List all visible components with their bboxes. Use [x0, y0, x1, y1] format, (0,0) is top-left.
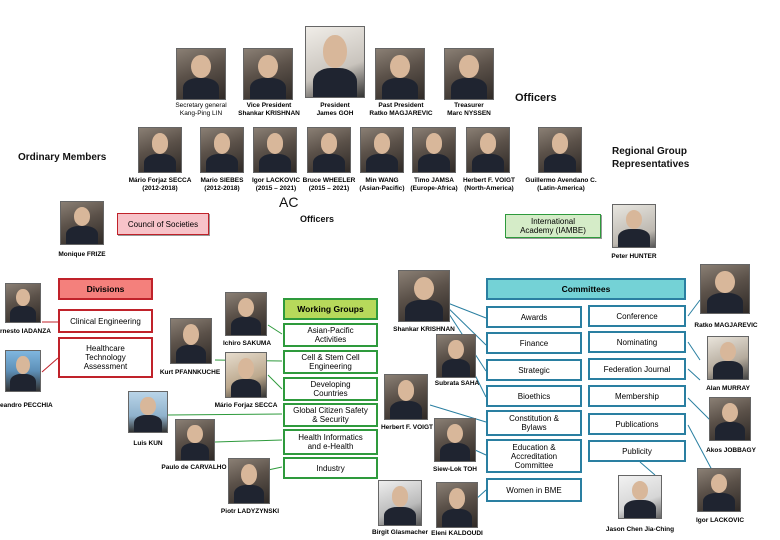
committee-person-photo [436, 482, 478, 528]
wg-person-photo [170, 318, 212, 364]
committee-person-caption: Jason Chen Jia-Ching [598, 526, 682, 534]
committee-person-caption: Siew-Lok TOH [425, 466, 485, 474]
wg-person-caption: Luis KUN [124, 440, 172, 448]
division-person-photo [5, 350, 41, 392]
working-groups-title-box: Working Groups [283, 298, 378, 320]
officer-caption: Past President Ratko MAGJAREVIC [365, 102, 437, 117]
council-person-photo [60, 201, 104, 245]
regional-photo [466, 127, 510, 173]
committee-person-photo [384, 374, 428, 420]
academy-person-caption: Peter HUNTER [598, 253, 670, 261]
division-box: Clinical Engineering [58, 309, 153, 333]
wg-person-caption: Mário Forjaz SECCA [208, 402, 284, 410]
committee-box: Finance [486, 332, 582, 354]
wg-person-caption: Ichiro SAKUMA [222, 340, 272, 348]
committee-box: Bioethics [486, 385, 582, 407]
committee-person-caption: Herbert F. VOIGT [374, 424, 440, 432]
regional-photo [412, 127, 456, 173]
committee-box: Publications [588, 413, 686, 435]
working-group-box: Cell & Stem Cell Engineering [283, 350, 378, 374]
wg-person-photo [175, 419, 215, 461]
committee-box: Education & Accreditation Committee [486, 439, 582, 473]
officers-mid-heading: Officers [300, 214, 334, 224]
committee-person-photo [709, 397, 751, 441]
regional-heading: Regional Group Representatives [612, 145, 689, 171]
committee-person-photo [700, 264, 750, 314]
officer-photo [444, 48, 494, 100]
committee-person-caption: Ratko MAGJAREVIC [690, 322, 762, 330]
committee-person-caption: Eleni KALDOUDI [424, 530, 490, 538]
working-group-box: Developing Countries [283, 377, 378, 401]
officer-caption: Vice President Shankar KRISHNAN [233, 102, 305, 117]
committee-person-caption: Igor LACKOVIC [690, 517, 750, 525]
academy-person-photo [612, 204, 656, 248]
division-box: Healthcare Technology Assessment [58, 337, 153, 378]
committee-box: Nominating [588, 331, 686, 353]
committee-box: Publicity [588, 440, 686, 462]
committee-box: Membership [588, 385, 686, 407]
officer-photo [243, 48, 293, 100]
wg-person-caption: Piotr LADYZYNSKI [214, 508, 286, 516]
wg-person-photo [228, 458, 270, 504]
regional-photo [538, 127, 582, 173]
committee-person-caption: Shankar KRISHNAN [388, 326, 460, 334]
committee-person-caption: Akos JOBBAGY [700, 447, 762, 455]
officer-photo [375, 48, 425, 100]
working-group-box: Industry [283, 457, 378, 479]
council-person-caption: Monique FRIZE [52, 251, 112, 259]
committee-person-photo [378, 480, 422, 526]
wg-person-caption: Paulo de CARVALHO [156, 464, 232, 472]
wg-person-photo [225, 352, 267, 398]
working-group-box: Asian-Pacific Activities [283, 323, 378, 347]
member-photo [253, 127, 297, 173]
officer-caption: Treasurer Marc NYSSEN [434, 102, 504, 117]
officer-caption: Secretary general Kang-Ping LIN [166, 102, 236, 117]
divisions-title-box: Divisions [58, 278, 153, 300]
member-photo [138, 127, 182, 173]
division-person-photo [5, 283, 41, 323]
committee-person-photo [707, 336, 749, 380]
officer-caption: President James GOH [300, 102, 370, 117]
committee-person-photo [436, 334, 476, 378]
committee-box: Conference [588, 305, 686, 327]
regional-photo [360, 127, 404, 173]
division-person-caption: eandro PECCHIA [0, 402, 58, 410]
committee-box: Strategic [486, 359, 582, 381]
committee-box: Constitution & Bylaws [486, 410, 582, 436]
committee-person-caption: Subrata SAHA [428, 380, 486, 388]
committee-box: Awards [486, 306, 582, 328]
ordinary-members-heading: Ordinary Members [18, 152, 106, 163]
council-of-societies-box: Council of Societies [117, 213, 209, 235]
working-group-box: Global Citizen Safety & Security [283, 403, 378, 427]
committee-person-photo [434, 418, 476, 462]
committee-person-photo [398, 270, 450, 322]
regional-caption: Herbert F. VOIGT (North-America) [455, 177, 523, 192]
officer-photo [176, 48, 226, 100]
wg-person-caption: Kurt PFANNKUCHE [154, 369, 226, 377]
committee-person-caption: Alan MURRAY [698, 385, 758, 393]
wg-person-photo [225, 292, 267, 336]
division-person-caption: rnesto IADANZA [0, 328, 54, 336]
committee-person-photo [618, 475, 662, 519]
member-photo [307, 127, 351, 173]
wg-person-photo [128, 391, 168, 433]
committee-box: Federation Journal [588, 358, 686, 380]
working-group-box: Health Informatics and e-Health [283, 429, 378, 455]
committee-box: Women in BME [486, 478, 582, 502]
academy-box: International Academy (IAMBE) [505, 214, 601, 238]
president-photo [305, 26, 365, 98]
officers-heading: Officers [515, 92, 557, 104]
regional-caption: Guillermo Avendano C. (Latin-America) [520, 177, 602, 192]
committees-title-box: Committees [486, 278, 686, 300]
committee-person-photo [697, 468, 741, 512]
member-photo [200, 127, 244, 173]
ac-label: AC [279, 194, 298, 210]
